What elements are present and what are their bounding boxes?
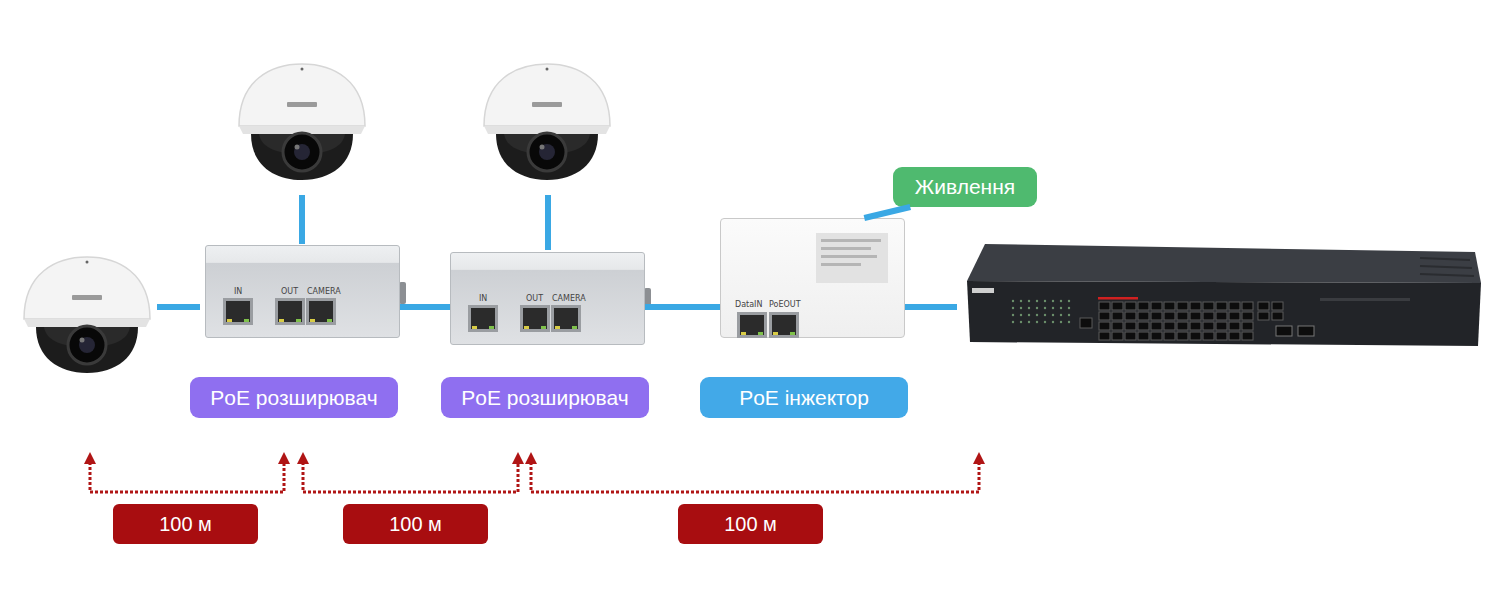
status-led (279, 319, 284, 322)
status-led (524, 326, 529, 329)
poe-extender: IN OUT CAMERA (450, 252, 645, 345)
port-label: PoEOUT (769, 301, 801, 309)
status-led (244, 319, 249, 322)
status-led (741, 332, 746, 335)
pill-text: PoE розширювач (461, 386, 628, 410)
pill-text: PoE інжектор (739, 386, 869, 410)
port-label: CAMERA (552, 295, 586, 303)
status-led (773, 332, 778, 335)
port-label: OUT (281, 288, 298, 296)
dome-camera (239, 64, 365, 180)
extender-label: PoE розширювач (190, 377, 398, 418)
pill-text: PoE розширювач (210, 386, 377, 410)
port-label: IN (479, 295, 487, 303)
poe-switch (967, 244, 1481, 346)
status-led (327, 319, 332, 322)
dimension-arrowhead (84, 452, 985, 464)
pill-text: Живлення (915, 175, 1015, 199)
status-led (472, 326, 477, 329)
power-label: Живлення (893, 167, 1037, 207)
label-line (821, 263, 861, 266)
distance-text: 100 м (724, 513, 777, 536)
port-label: CAMERA (307, 288, 341, 296)
status-led (758, 332, 763, 335)
label-line (821, 255, 877, 258)
port-label: OUT (526, 295, 543, 303)
dome-camera (484, 64, 610, 180)
distance-badge: 100 м (113, 504, 258, 544)
dimension-line (90, 462, 979, 492)
status-led (541, 326, 546, 329)
poe-injector: DataIN PoEOUT (720, 218, 905, 338)
poe-cable (645, 304, 720, 310)
port-label: DataIN (735, 301, 762, 309)
status-led (572, 326, 577, 329)
status-led (310, 319, 315, 322)
injector-label: PoE інжектор (700, 377, 908, 418)
status-led (489, 326, 494, 329)
distance-text: 100 м (389, 513, 442, 536)
status-led (790, 332, 795, 335)
distance-badge: 100 м (343, 504, 488, 544)
distance-text: 100 м (159, 513, 212, 536)
label-line (821, 247, 871, 250)
mount-tab (644, 288, 651, 310)
status-led (296, 319, 301, 322)
status-led (555, 326, 560, 329)
poe-cable (400, 304, 450, 310)
poe-extender: IN OUT CAMERA (205, 245, 400, 338)
mount-tab (399, 282, 406, 304)
distance-badge: 100 м (678, 504, 823, 544)
label-line (821, 239, 881, 242)
port-label: IN (234, 288, 242, 296)
poe-cable (864, 207, 910, 218)
dome-camera (24, 257, 150, 373)
extender-label: PoE розширювач (441, 377, 649, 418)
status-led (227, 319, 232, 322)
